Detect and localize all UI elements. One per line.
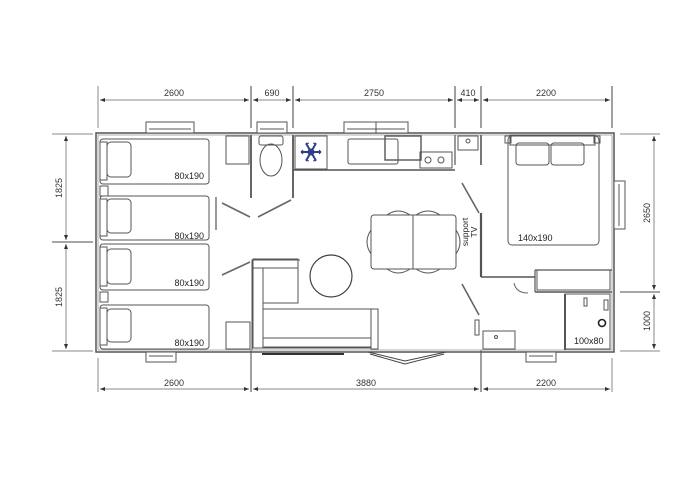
dim-top-1: 2600 <box>164 88 184 98</box>
toilet <box>258 135 284 177</box>
cupboard <box>225 321 251 350</box>
dim-top-2: 690 <box>264 88 279 98</box>
dim-bottom-2: 3880 <box>356 378 376 388</box>
twin-bed-1 <box>99 138 210 185</box>
twin-bed-2 <box>99 195 210 241</box>
dim-top-5: 2200 <box>536 88 556 98</box>
master-bed <box>504 134 601 246</box>
left-dimensions <box>52 133 93 352</box>
twin-bed-4-size: 80x190 <box>174 338 204 348</box>
tv-support-label: support <box>460 217 470 246</box>
snowflake-icon <box>300 142 322 162</box>
nightstand <box>99 291 109 303</box>
twin-bed-3-size: 80x190 <box>174 278 204 288</box>
twin-bed-2-size: 80x190 <box>174 231 204 241</box>
twin-bed-4 <box>99 304 210 350</box>
dim-bottom-3: 2200 <box>536 378 556 388</box>
dim-left-2: 1825 <box>54 287 64 307</box>
master-bed-size: 140x190 <box>518 233 553 243</box>
twin-bed-3 <box>99 243 210 291</box>
entrance-door <box>367 351 447 365</box>
nightstand <box>99 185 109 197</box>
windows <box>145 121 626 363</box>
twin-bed-1-size: 80x190 <box>174 171 204 181</box>
dim-top-4: 410 <box>460 88 475 98</box>
door-swings <box>221 182 529 316</box>
dim-right-1: 2650 <box>642 203 652 223</box>
coffee-table <box>309 254 353 298</box>
tv-label: TV <box>469 226 479 237</box>
dim-top-3: 2750 <box>364 88 384 98</box>
dim-left-1: 1825 <box>54 178 64 198</box>
wardrobe <box>225 135 250 165</box>
shower-size: 100x80 <box>574 336 604 346</box>
dining-table <box>366 210 461 274</box>
shower <box>564 293 611 350</box>
right-dimensions <box>620 133 660 352</box>
kitchen-counter <box>293 135 479 171</box>
washbasin <box>474 319 516 350</box>
interior-walls <box>215 135 612 350</box>
dim-right-2: 1000 <box>642 311 652 331</box>
sofa <box>251 258 379 350</box>
top-dimensions <box>97 86 613 128</box>
bottom-dimensions <box>97 350 613 392</box>
wardrobe-master <box>536 269 611 291</box>
dim-bottom-1: 2600 <box>164 378 184 388</box>
